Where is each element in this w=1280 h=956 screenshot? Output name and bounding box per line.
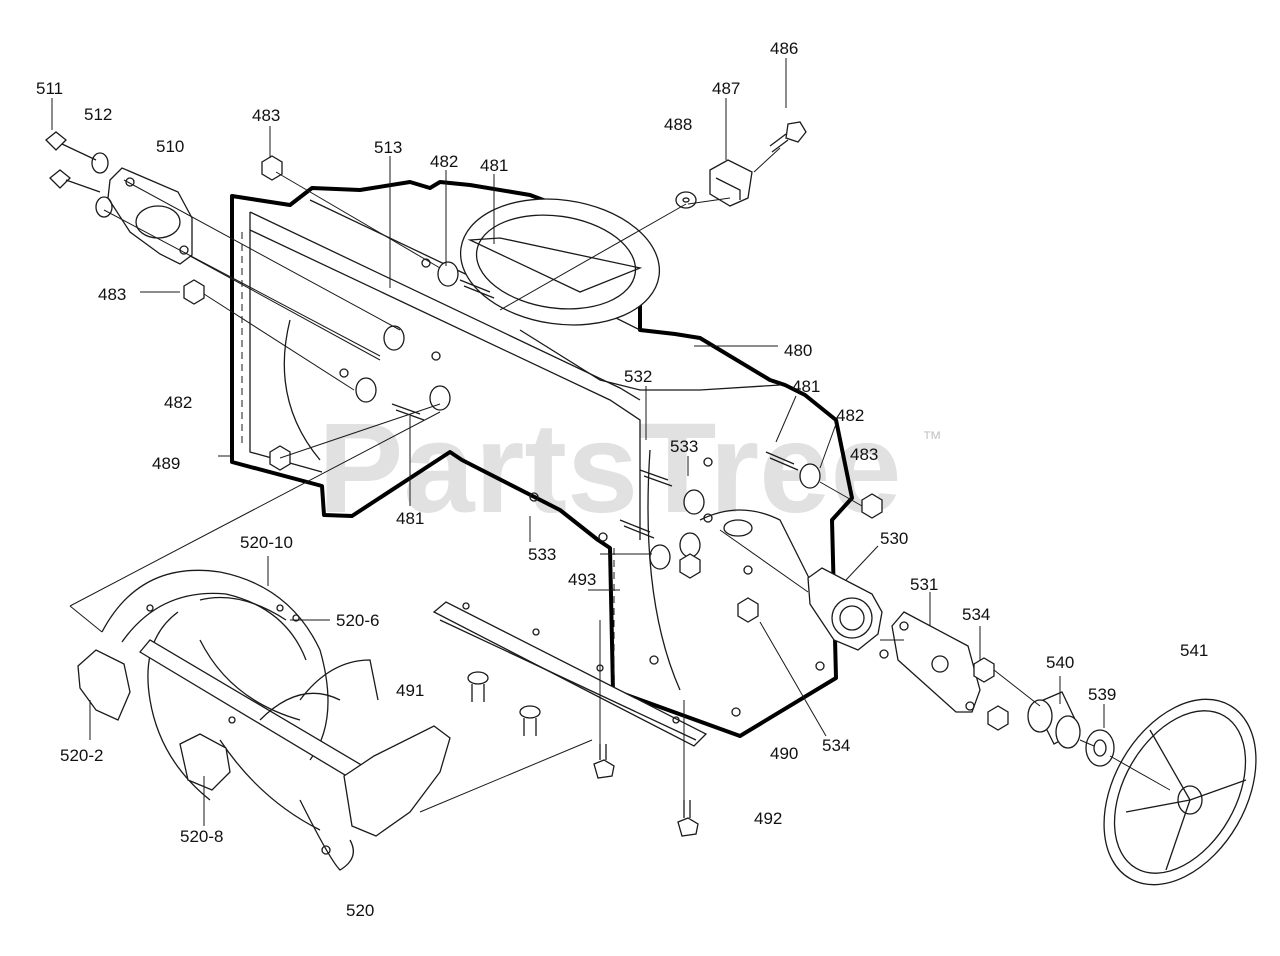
scraper-bar-490 <box>432 601 708 747</box>
washer-539 <box>1085 729 1115 767</box>
label-520-6: 520-6 <box>336 611 379 630</box>
label-533-lower: 533 <box>528 545 556 564</box>
chute-clip-487 <box>709 159 753 207</box>
label-487: 487 <box>712 79 740 98</box>
spacer-540 <box>1027 691 1081 749</box>
label-480: 480 <box>784 341 812 360</box>
auger-housing-480 <box>230 180 854 738</box>
label-534-lower: 534 <box>822 736 850 755</box>
label-511: 511 <box>36 79 63 98</box>
washer-488 <box>675 191 697 209</box>
auger-520 <box>77 569 451 871</box>
watermark-trademark: ™ <box>922 428 942 450</box>
alignment-lines <box>69 147 1171 813</box>
label-520-8: 520-8 <box>180 827 223 846</box>
plate-531 <box>891 611 981 713</box>
pulley-541 <box>1103 698 1257 886</box>
label-488: 488 <box>664 115 692 134</box>
label-486: 486 <box>770 39 798 58</box>
nuts-534 <box>679 553 1009 731</box>
label-539: 539 <box>1088 685 1116 704</box>
label-482-left: 482 <box>164 393 192 412</box>
bolt-486 <box>769 121 807 153</box>
label-541: 541 <box>1180 641 1208 660</box>
label-530: 530 <box>880 529 908 548</box>
bolts-491 <box>467 671 541 736</box>
label-520-2: 520-2 <box>60 746 103 765</box>
label-483-right: 483 <box>850 445 878 464</box>
label-492: 492 <box>754 809 782 828</box>
label-533-upper: 533 <box>670 437 698 456</box>
bolt-511 <box>45 131 101 193</box>
part-labels: 511 512 510 483 513 482 481 488 487 486 … <box>36 39 1208 920</box>
label-483: 483 <box>252 106 280 125</box>
label-481: 481 <box>480 156 508 175</box>
label-481-lower: 481 <box>396 509 424 528</box>
label-482-right: 482 <box>836 406 864 425</box>
label-489: 489 <box>152 454 180 473</box>
label-481-right: 481 <box>792 377 820 396</box>
label-493: 493 <box>568 570 596 589</box>
label-512: 512 <box>84 105 112 124</box>
bolts-481 <box>391 279 799 539</box>
label-513: 513 <box>374 138 402 157</box>
label-531: 531 <box>910 575 938 594</box>
label-534-right: 534 <box>962 605 990 624</box>
label-540: 540 <box>1046 653 1074 672</box>
label-482: 482 <box>430 152 458 171</box>
label-leaders <box>51 58 1105 826</box>
label-520-10: 520-10 <box>240 533 293 552</box>
label-491: 491 <box>396 681 424 700</box>
bearing-530 <box>807 567 889 659</box>
bolts-482 <box>355 261 821 570</box>
label-483-left: 483 <box>98 285 126 304</box>
label-510: 510 <box>156 137 184 156</box>
label-520: 520 <box>346 901 374 920</box>
label-532: 532 <box>624 367 652 386</box>
label-490: 490 <box>770 744 798 763</box>
bolts-492 <box>593 744 699 837</box>
washer-512 <box>91 152 113 218</box>
